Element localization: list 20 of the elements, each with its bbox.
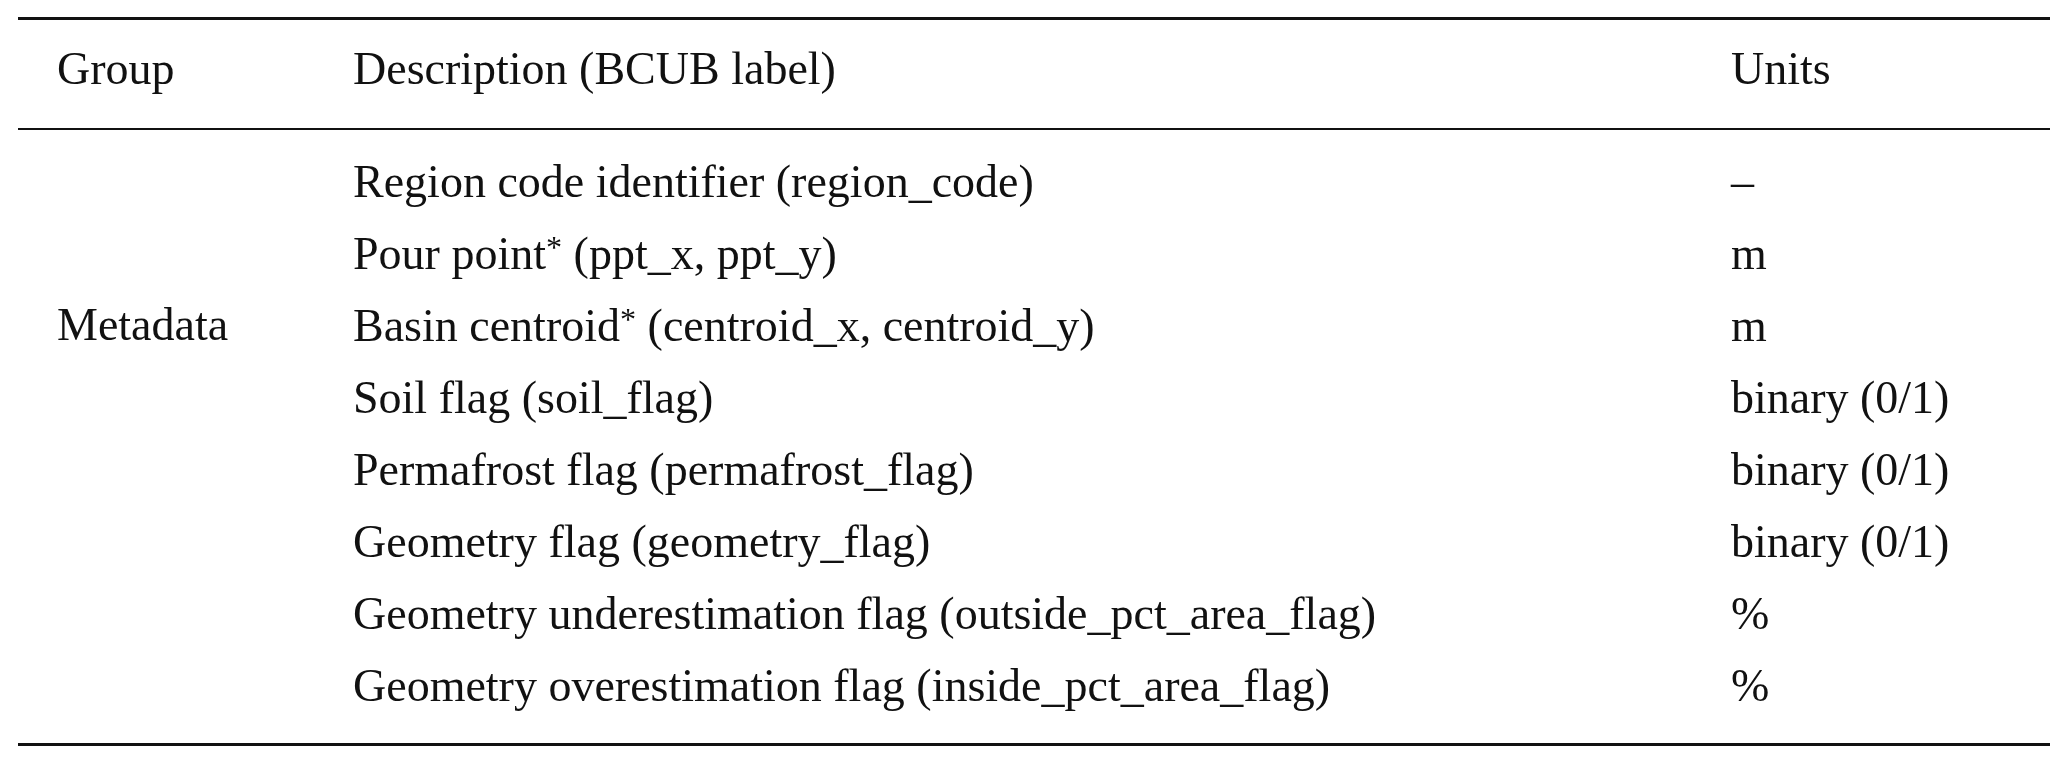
description-cell: Soil flag (soil_flag): [353, 375, 714, 421]
units-cell: binary (0/1): [1731, 447, 1950, 493]
units-cell: %: [1731, 591, 1770, 637]
units-cell: binary (0/1): [1731, 375, 1950, 421]
description-cell: Basin centroid$^{*}$ (centroid_x, centroid_y): [353, 303, 1095, 349]
column-header: Description (BCUB label): [353, 46, 836, 92]
column-header: Units: [1731, 46, 1831, 92]
column-header: Group: [57, 46, 175, 92]
description-cell: Geometry overestimation flag (inside_pct_area_flag): [353, 663, 1331, 709]
description-cell: Permafrost flag (permafrost_flag): [353, 447, 974, 493]
units-cell: –: [1731, 159, 1754, 205]
description-cell: Geometry underestimation flag (outside_pct_area_flag): [353, 591, 1377, 637]
description-cell: Region code identifier (region_code): [353, 159, 1034, 205]
units-cell: m: [1731, 303, 1767, 349]
units-cell: m: [1731, 231, 1767, 277]
group-cell: Metadata: [57, 302, 229, 348]
description-cell: Geometry flag (geometry_flag): [353, 519, 931, 565]
description-cell: Pour point$^{*}$ (ppt_x, ppt_y): [353, 231, 837, 277]
units-cell: %: [1731, 663, 1770, 709]
units-cell: binary (0/1): [1731, 519, 1950, 565]
